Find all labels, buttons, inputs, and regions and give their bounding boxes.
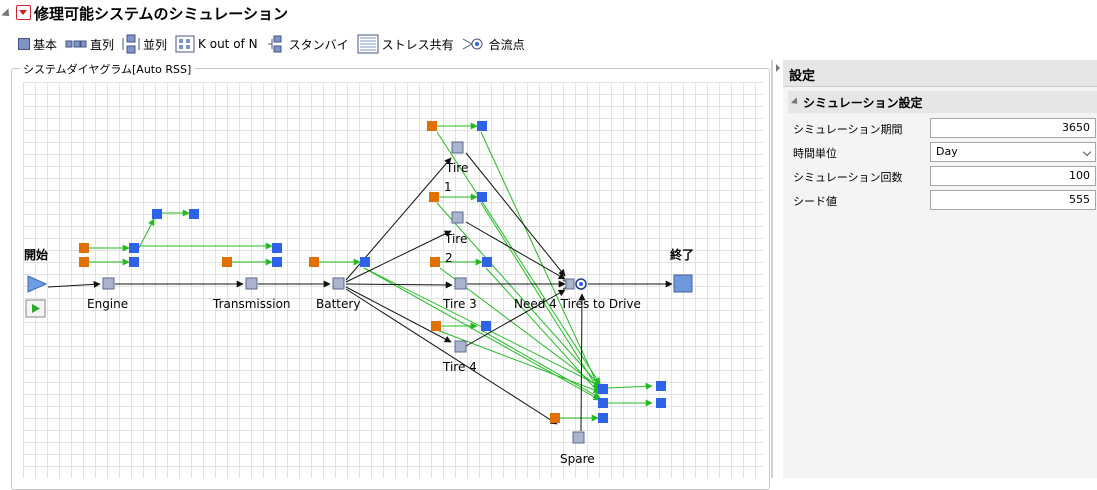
time-unit-select[interactable]: Day [930,142,1096,162]
k-out-of-n-button[interactable]: K out of N [175,35,258,53]
tire2-node[interactable] [451,211,464,224]
green-event-links [89,122,653,422]
standby-icon [267,35,282,53]
diagram-grid [23,82,763,478]
panel-collapse-icon[interactable] [776,64,780,72]
start-node-icon[interactable] [27,275,48,293]
action-nodes [129,121,666,423]
title-bar: 修理可能システムのシミュレーション [0,0,1097,26]
tire2-label: Tire [444,232,467,246]
tire4-label: Tire 4 [442,360,477,374]
engine-label: Engine [87,297,128,311]
system-diagram-canvas: 開始 終了 [24,121,694,466]
system-diagram-label: システムダイヤグラム[Auto RSS] [20,61,195,77]
tire1-node[interactable] [451,141,464,154]
junction-button[interactable]: 合流点 [462,36,525,53]
end-node-icon[interactable] [673,274,693,293]
simulation-settings-header[interactable]: シミュレーション設定 [788,91,1097,113]
need4-label: Need 4 Tires to Drive [514,297,641,311]
battery-node[interactable] [332,277,345,290]
junction-icon [462,38,483,50]
tire4-node[interactable] [454,340,467,353]
tire1-label-number: 1 [444,180,452,194]
tire3-label: Tire 3 [442,297,477,311]
standby-button[interactable]: スタンバイ [266,34,349,54]
seed-field[interactable]: 555 [930,190,1096,210]
basic-block-icon [18,38,30,50]
stress-sharing-icon [357,34,379,54]
transmission-label: Transmission [212,297,291,311]
red-triangle-menu-icon[interactable] [16,5,31,20]
play-icon [32,304,40,313]
simulation-period-field[interactable]: 3650 [930,118,1096,138]
spare-label: Spare [560,452,595,466]
basic-button[interactable]: 基本 [18,36,57,53]
component-toolbar: 基本 直列 並列 K out of N スタンバイ [18,33,533,55]
tire3-node[interactable] [454,277,467,290]
collapse-disclosure-icon[interactable] [790,97,801,107]
run-simulation-button[interactable] [25,299,46,318]
simulation-runs-field[interactable]: 100 [930,166,1096,186]
event-nodes [79,121,560,423]
end-label: 終了 [670,247,694,262]
spare-node[interactable] [572,431,585,444]
time-unit-label: 時間単位 [793,147,837,160]
runs-label: シミュレーション回数 [793,171,903,184]
start-label: 開始 [24,247,48,262]
component-nodes [102,141,585,444]
pane-divider[interactable] [771,60,773,478]
need-4-tires-junction-node[interactable] [562,278,587,290]
tire1-label: Tire [445,161,468,175]
chevron-down-icon [1082,147,1092,157]
battery-label: Battery [316,297,360,311]
tire2-label-number: 2 [445,251,453,265]
page-title: 修理可能システムのシミュレーション [34,5,288,23]
settings-header: 設定 [783,60,1097,87]
system-structure-links [47,152,673,432]
series-block-icon [65,40,87,48]
period-label: シミュレーション期間 [793,123,903,136]
stress-sharing-button[interactable]: ストレス共有 [357,34,454,54]
k-out-of-n-icon [175,35,195,53]
transmission-node[interactable] [245,277,258,290]
engine-node[interactable] [102,277,115,290]
parallel-block-icon [122,34,140,54]
seed-label: シード値 [793,195,837,208]
settings-panel: 設定 シミュレーション設定 シミュレーション期間 3650 時間単位 Day シ… [783,60,1097,478]
parallel-button[interactable]: 並列 [122,34,167,54]
series-button[interactable]: 直列 [65,36,114,53]
